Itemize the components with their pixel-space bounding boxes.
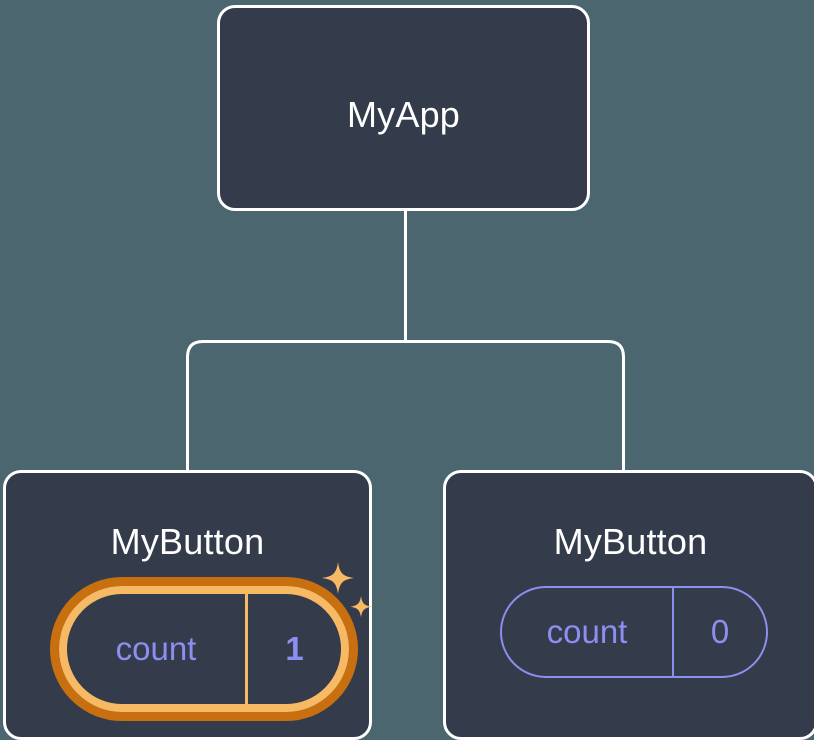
state-pill-inner-ring: count 1 [59,586,349,712]
component-node-mybutton-right[interactable]: MyButton count 0 [443,470,814,740]
component-node-myapp[interactable]: MyApp [217,5,590,211]
component-node-label: MyButton [110,521,265,562]
state-value-label: 1 [285,630,304,667]
state-pill-plain[interactable]: count 0 [500,586,768,678]
component-node-mybutton-left[interactable]: MyButton count 1 [3,470,372,740]
component-node-label: MyApp [346,94,461,135]
state-pill-highlighted[interactable]: count 1 [50,577,358,721]
connector-branch-bus [186,340,625,470]
component-node-label: MyButton [553,521,708,562]
state-key-label: count [67,594,248,704]
state-pill-body: count 0 [500,586,768,678]
state-value-label: 0 [710,613,730,650]
state-pill-outer-ring: count 1 [50,577,358,721]
state-key-label: count [502,588,674,676]
